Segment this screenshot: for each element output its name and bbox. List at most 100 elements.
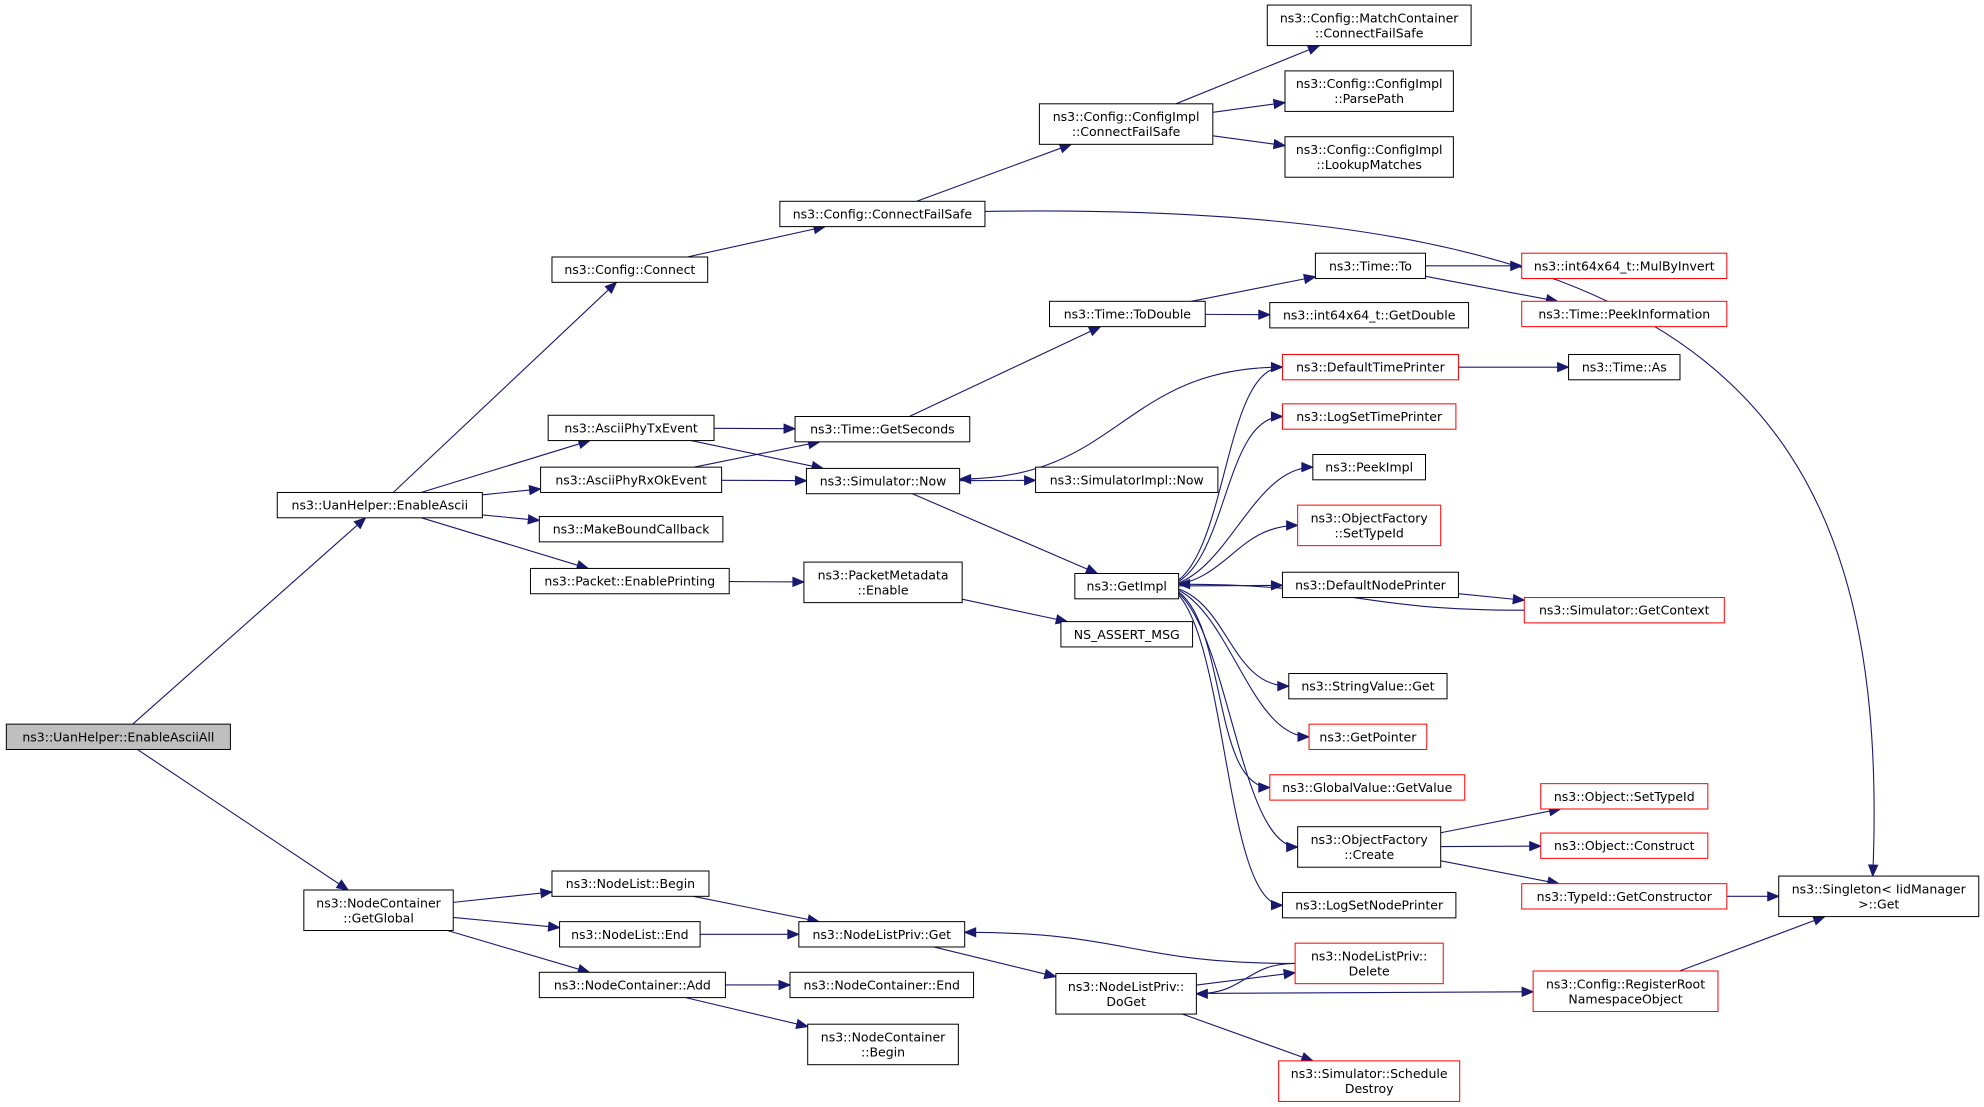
node-box <box>1055 973 1197 1015</box>
node-configConnect[interactable]: ns3::Config::Connect <box>551 256 709 283</box>
node-defNodePrinter[interactable]: ns3::DefaultNodePrinter <box>1281 571 1459 599</box>
node-peekInfo[interactable]: ns3::Time::PeekInformation <box>1521 300 1728 328</box>
edge-enableAscii-to-asciiRx-arrowhead <box>528 484 542 496</box>
node-timeTo[interactable]: ns3::Time::To <box>1314 252 1427 280</box>
node-matchConnectFailSafe[interactable]: ns3::Config::MatchContainer::ConnectFail… <box>1266 4 1472 47</box>
edge-getSeconds-to-toDouble-arrowhead <box>1087 326 1102 337</box>
node-nlEnd[interactable]: ns3::NodeList::End <box>559 921 701 948</box>
node-simNow[interactable]: ns3::Simulator::Now <box>805 467 961 495</box>
node-label: ns3::Config::RegisterRoot <box>1546 976 1705 991</box>
node-timeAs[interactable]: ns3::Time::As <box>1568 353 1681 381</box>
node-enableAsciiAll[interactable]: ns3::UanHelper::EnableAsciiAll <box>5 723 231 750</box>
node-label: ns3::UanHelper::EnableAsciiAll <box>22 729 214 744</box>
node-box <box>1284 136 1454 178</box>
node-label: ::Create <box>1344 847 1394 862</box>
node-label: ns3::AsciiPhyTxEvent <box>564 420 697 435</box>
node-stringGet[interactable]: ns3::StringValue::Get <box>1288 673 1448 700</box>
node-parsePath[interactable]: ns3::Config::ConfigImpl::ParsePath <box>1284 70 1454 112</box>
node-label: ns3::NodeContainer::Add <box>554 977 711 992</box>
node-connectFailSafe[interactable]: ns3::Config::ConnectFailSafe <box>779 200 986 228</box>
node-logSetNode[interactable]: ns3::LogSetNodePrinter <box>1281 892 1457 919</box>
edge-getImpl-to-logSetNode <box>1167 585 1283 906</box>
edge-registerRoot-to-singleton-arrowhead <box>1812 915 1826 926</box>
node-box <box>540 466 723 493</box>
node-label: ns3::NodeListPriv::Get <box>812 927 951 942</box>
edge-enableAsciiAll-to-enableAscii <box>132 517 366 725</box>
node-label: ns3::Object::SetTypeId <box>1554 789 1695 804</box>
node-makeBound[interactable]: ns3::MakeBoundCallback <box>538 516 724 543</box>
node-label: ns3::MakeBoundCallback <box>553 522 711 537</box>
node-box <box>794 416 971 443</box>
node-label: ::SetTypeId <box>1335 525 1404 540</box>
nodes-layer: ns3::UanHelper::EnableAsciiAll ns3::UanHe… <box>5 4 1980 1102</box>
edge-enableAsciiAll-to-getGlobal-arrowhead <box>335 879 350 891</box>
node-assertMsg[interactable]: NS_ASSERT_MSG <box>1060 621 1194 648</box>
node-label: ns3::Packet::EnablePrinting <box>544 574 715 589</box>
node-nlpGet[interactable]: ns3::NodeListPriv::Get <box>798 921 966 948</box>
edge-getGlobal-to-nlBegin <box>453 891 553 903</box>
edge-toDouble-to-timeTo-arrowhead <box>1303 273 1317 285</box>
edge-getImpl-to-defTimePrinter-arrowhead <box>1270 361 1284 373</box>
node-lookupMatches[interactable]: ns3::Config::ConfigImpl::LookupMatches <box>1284 136 1454 178</box>
edge-implConnectFailSafe-to-lookupMatches <box>1212 135 1286 147</box>
node-objSetTypeId[interactable]: ns3::Object::SetTypeId <box>1540 783 1709 810</box>
node-box <box>1269 302 1470 329</box>
node-objConstruct[interactable]: ns3::Object::Construct <box>1540 832 1709 859</box>
node-nlpDelete[interactable]: ns3::NodeListPriv::Delete <box>1294 942 1444 985</box>
node-getConstructor[interactable]: ns3::TypeId::GetConstructor <box>1521 883 1728 910</box>
node-ofCreate[interactable]: ns3::ObjectFactory::Create <box>1297 826 1442 868</box>
node-gvGetValue[interactable]: ns3::GlobalValue::GetValue <box>1269 774 1466 801</box>
edge-enableAscii-to-enablePrinting <box>421 517 589 569</box>
node-box <box>1038 103 1214 145</box>
node-implConnectFailSafe[interactable]: ns3::Config::ConfigImpl::ConnectFailSafe <box>1038 103 1214 145</box>
node-label: ns3::NodeContainer <box>316 895 441 910</box>
node-simGetContext[interactable]: ns3::Simulator::GetContext <box>1523 597 1725 624</box>
node-asciiRx[interactable]: ns3::AsciiPhyRxOkEvent <box>540 466 723 493</box>
node-getGlobal[interactable]: ns3::NodeContainer::GetGlobal <box>303 889 454 932</box>
edge-getGlobal-to-nlBegin-arrowhead <box>539 887 554 899</box>
node-label: ns3::ObjectFactory <box>1311 832 1429 847</box>
node-box <box>1060 621 1194 648</box>
node-enablePrinting[interactable]: ns3::Packet::EnablePrinting <box>529 567 730 595</box>
node-box <box>1281 571 1459 599</box>
node-defTimePrinter[interactable]: ns3::DefaultTimePrinter <box>1281 353 1459 381</box>
node-box <box>1297 826 1442 868</box>
node-box <box>1281 403 1457 430</box>
node-box <box>1312 453 1427 481</box>
node-label: ns3::Config::Connect <box>564 262 695 277</box>
node-ofSetTypeId[interactable]: ns3::ObjectFactory::SetTypeId <box>1297 504 1442 547</box>
node-label: ns3::UanHelper::EnableAscii <box>292 498 469 513</box>
node-nlpDoGet[interactable]: ns3::NodeListPriv::DoGet <box>1055 973 1197 1015</box>
node-box <box>1294 942 1444 985</box>
node-getDouble[interactable]: ns3::int64x64_t::GetDouble <box>1269 302 1470 329</box>
node-ncEnd[interactable]: ns3::NodeContainer::End <box>789 971 975 999</box>
node-toDouble[interactable]: ns3::Time::ToDouble <box>1049 300 1206 328</box>
node-mulByInvert[interactable]: ns3::int64x64_t::MulByInvert <box>1521 252 1728 280</box>
node-ncBegin[interactable]: ns3::NodeContainer::Begin <box>807 1023 959 1066</box>
node-getPointer[interactable]: ns3::GetPointer <box>1308 723 1428 750</box>
edge-ofCreate-to-objConstruct-arrowhead <box>1529 840 1543 852</box>
node-logSetTime[interactable]: ns3::LogSetTimePrinter <box>1281 403 1457 430</box>
edge-getImpl-to-gvGetValue <box>1168 585 1270 789</box>
node-label: ns3::GetImpl <box>1087 579 1167 594</box>
node-label: Destroy <box>1345 1081 1394 1096</box>
node-implNow[interactable]: ns3::SimulatorImpl::Now <box>1035 466 1219 493</box>
node-pmEnable[interactable]: ns3::PacketMetadata::Enable <box>803 561 963 604</box>
edge-getImpl-to-peekImpl-arrowhead <box>1301 461 1315 473</box>
node-getSeconds[interactable]: ns3::Time::GetSeconds <box>794 416 971 443</box>
node-singleton[interactable]: ns3::Singleton< IidManager >::Get <box>1778 875 1980 918</box>
node-getImpl[interactable]: ns3::GetImpl <box>1074 572 1180 600</box>
node-label: ns3::Simulator::Now <box>820 474 947 489</box>
node-ncAdd[interactable]: ns3::NodeContainer::Add <box>538 971 726 999</box>
node-nlBegin[interactable]: ns3::NodeList::Begin <box>551 870 710 897</box>
node-peekImpl[interactable]: ns3::PeekImpl <box>1312 453 1427 481</box>
node-asciiTx[interactable]: ns3::AsciiPhyTxEvent <box>547 414 715 442</box>
node-enableAscii[interactable]: ns3::UanHelper::EnableAscii <box>276 491 483 519</box>
edge-getSeconds-to-toDouble <box>909 326 1101 418</box>
node-box <box>1568 353 1681 381</box>
edge-nlpDoGet-to-nlpDelete-arrowhead <box>1283 968 1297 980</box>
node-label: ns3::DefaultTimePrinter <box>1296 360 1446 375</box>
